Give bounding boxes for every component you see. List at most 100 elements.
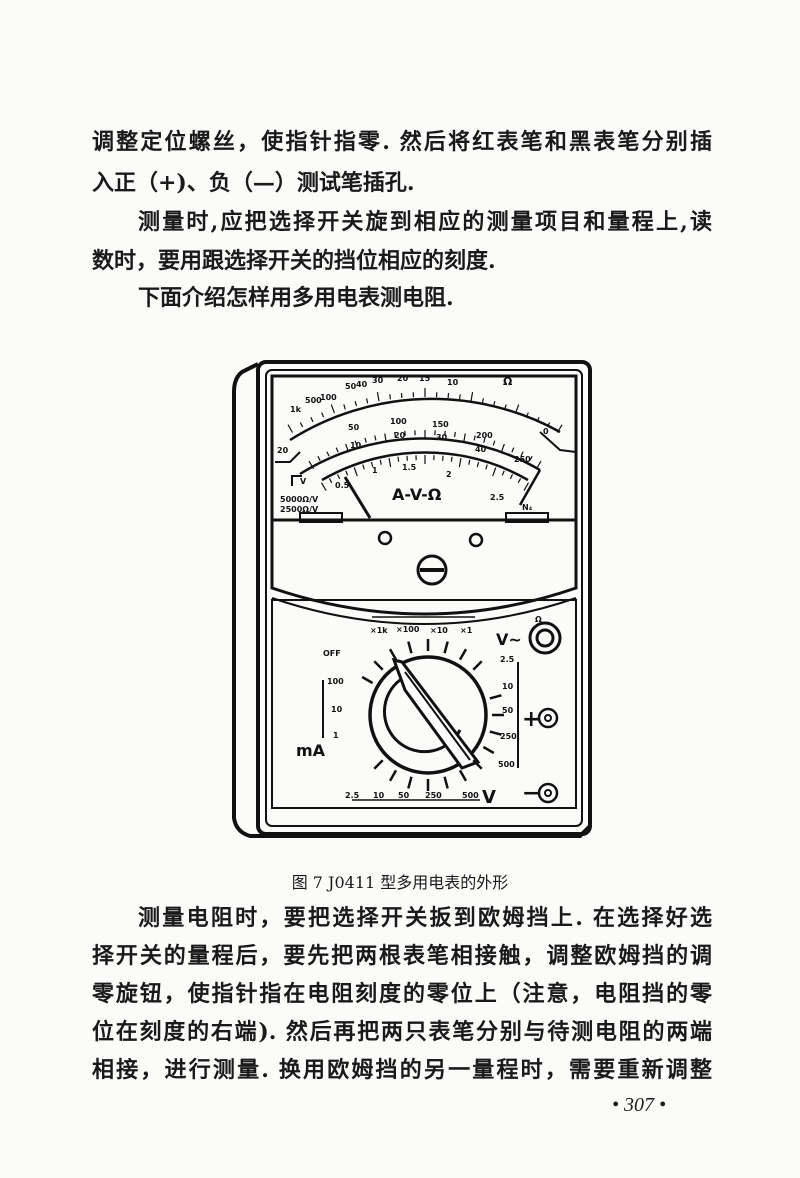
text-line: 下面介绍怎样用多用电表测电阻. [138,285,454,311]
dcv-range-label: 250 [425,791,442,800]
scale-tick [321,412,325,418]
scale-tick [330,404,335,414]
acv-range-label: 2.5 [500,655,515,664]
sensitivity-label: 5000Ω/V [280,495,319,504]
scale-label: 20 [394,431,406,440]
scale-tick [328,478,333,484]
scale-tick [536,417,540,423]
scale-tick [535,460,542,470]
scale-tick [335,447,339,453]
dial-tick [489,694,502,700]
text-line: 测量电阻时，要把选择开关扳到欧姆挡上. 在选择好选 [138,905,712,931]
scale-tick [320,482,327,491]
dial-tick [388,769,398,782]
ohm-range-label: ×100 [396,625,420,634]
scale-tick [354,401,357,407]
minus-jack [537,782,559,804]
text-line: 调整定位螺丝，使指针指零. 然后将红表笔和黑表笔分别插 [92,129,712,155]
scale-tick [345,443,350,453]
off-label: OFF [323,649,341,658]
text-line: 相接，进行测量. 换用欧姆挡的另一量程时，需要重新调整 [92,1057,712,1083]
meter-body [256,360,592,836]
dcv-range-label: 500 [462,791,479,800]
scale-tick [529,455,533,461]
dial-tick [443,641,449,654]
dial-tick [407,641,413,654]
scale-tick [384,433,387,443]
dcv-range-label: 10 [373,791,385,800]
acv-range-label: 10 [502,682,514,691]
scale-tick [483,437,486,443]
scale-tick [500,443,505,453]
scale-label: 50 [348,423,360,432]
scale-label: 0.5 [335,481,350,490]
scale-tick [493,401,496,407]
scale-tick [299,422,304,428]
scale-tick [343,404,346,410]
scale-tick [476,461,480,468]
scale-tick [345,470,349,476]
scale-tick [374,435,377,441]
acv-range-label: 50 [502,706,514,715]
ohm-symbol: Ω [535,615,542,624]
scale-label: 100 [390,417,407,426]
scale-label: 10 [447,378,459,387]
dcv-range-label: 2.5 [345,791,360,800]
scale-label: 10 [350,441,362,450]
dial-tick [489,730,502,736]
maker-mark: N₄ [522,503,533,512]
scale-tick [463,433,466,443]
scale-tick [397,456,400,462]
meter-title: A-V-Ω [392,485,442,504]
scale-tick [458,458,462,468]
ma-range-label: 100 [327,677,344,686]
selector-dial [368,655,488,775]
text-line: 测量时,应把选择开关旋到相应的测量项目和量程上,读 [138,209,712,235]
ma-range-label: 10 [331,705,343,714]
text-line: 入正（+)、负（—）测试笔插孔. [92,170,415,196]
ma-range-label: 1 [333,731,339,740]
scale-tick [501,470,505,476]
meter-side [232,362,592,838]
scale-tick [336,474,341,480]
text-line: 零旋钮，使指针指在电阻刻度的零位上（注意，电阻挡的零 [92,981,712,1007]
scale-label: 30 [436,433,448,442]
scale-label: 40 [475,445,487,454]
acv-range-label: 500 [498,760,515,769]
scale-label: 1k [290,405,302,414]
scale-tick [450,456,453,462]
dial-tick [472,759,483,770]
scale-tick [394,431,396,438]
scale-tick [546,422,551,428]
scale-tick [364,437,367,443]
scale-tick [473,435,476,441]
dcv-range-label: 50 [398,791,410,800]
meter-window [270,374,578,616]
scale-tick [511,447,515,453]
scale-tick [492,467,497,477]
scale-tick [362,464,365,470]
text-line: 位在刻度的右端). 然后再把两只表笔分别与待测电阻的两端 [92,1019,712,1045]
scale-tick [492,440,496,446]
ohm-range-label: ×1 [460,626,473,635]
scale-label: 30 [372,376,384,385]
dial-tick [388,648,398,661]
ma-unit: mA [296,741,326,760]
scale-tick [470,392,474,402]
scale-tick [326,451,330,457]
dial-tick [361,675,374,685]
scale-tick [504,404,507,410]
scale-label: 250 [514,455,531,464]
meter-needle [343,476,372,519]
scale-tick [556,424,563,433]
figure-caption: 图 7 J0411 型多用电表的外形 [291,873,509,892]
acv-range-label: 250 [500,732,517,741]
scale-tick [509,474,514,480]
scale-tick [370,461,374,468]
scale-tick [520,451,524,457]
v-mark: V [300,477,307,486]
scale-tick [468,459,471,465]
ohm-range-label: ×10 [430,626,448,635]
text-line: 数时，要用跟选择开关的挡位相应的刻度. [92,248,496,274]
dial-tick [373,660,384,671]
